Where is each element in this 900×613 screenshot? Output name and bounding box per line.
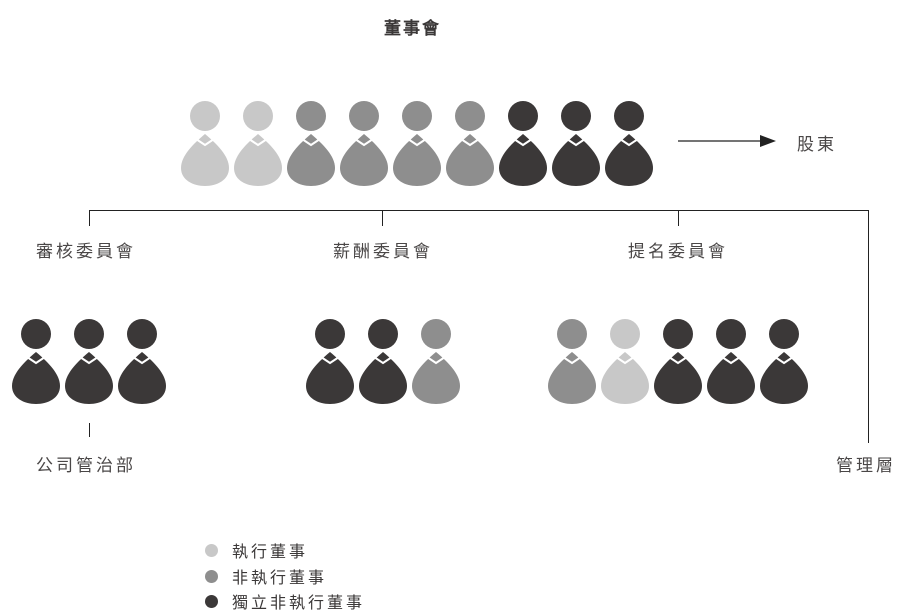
legend-item-non-executive: 非執行董事 xyxy=(205,565,327,587)
corporate-governance-connector xyxy=(89,423,90,437)
nomination-committee-members xyxy=(548,319,808,404)
legend-item-independent: 獨立非執行董事 xyxy=(205,590,365,612)
audit-member-2 xyxy=(65,319,113,404)
legend-label-independent: 獨立非執行董事 xyxy=(232,593,366,612)
remuneration-member-3 xyxy=(412,319,460,404)
remuneration-connector xyxy=(382,210,383,226)
board-members xyxy=(181,101,653,186)
diagram-title: 董事會 xyxy=(384,19,441,39)
legend-dot-non-executive xyxy=(205,569,218,583)
board-member-1 xyxy=(181,101,229,186)
audit-committee-members xyxy=(12,319,166,404)
shareholders-label: 股東 xyxy=(797,135,837,155)
audit-connector xyxy=(89,210,90,226)
board-member-3 xyxy=(287,101,335,186)
audit-committee-label: 審核委員會 xyxy=(36,242,136,262)
board-member-2 xyxy=(234,101,282,186)
legend-dot-executive xyxy=(205,543,218,557)
nomination-member-2 xyxy=(601,319,649,404)
legend-label-non-executive: 非執行董事 xyxy=(232,568,328,587)
audit-member-1 xyxy=(12,319,60,404)
nomination-member-5 xyxy=(760,319,808,404)
legend-label-executive: 執行董事 xyxy=(232,542,309,561)
legend-dot-independent xyxy=(205,594,218,608)
nomination-committee-label: 提名委員會 xyxy=(628,242,728,262)
nomination-member-4 xyxy=(707,319,755,404)
remuneration-committee-members xyxy=(306,319,460,404)
board-member-8 xyxy=(552,101,600,186)
remuneration-member-2 xyxy=(359,319,407,404)
management-label: 管理層 xyxy=(836,456,896,476)
board-member-5 xyxy=(393,101,441,186)
nomination-member-3 xyxy=(654,319,702,404)
board-member-4 xyxy=(340,101,388,186)
board-member-6 xyxy=(446,101,494,186)
audit-member-3 xyxy=(118,319,166,404)
management-connector xyxy=(868,210,869,443)
corporate-governance-label: 公司管治部 xyxy=(36,456,136,476)
remuneration-committee-label: 薪酬委員會 xyxy=(333,242,433,262)
board-member-9 xyxy=(605,101,653,186)
shareholders-arrow-head xyxy=(760,135,776,147)
board-horizontal-connector xyxy=(89,210,869,211)
nomination-connector xyxy=(678,210,679,226)
nomination-member-1 xyxy=(548,319,596,404)
board-member-7 xyxy=(499,101,547,186)
legend-item-executive: 執行董事 xyxy=(205,539,308,561)
remuneration-member-1 xyxy=(306,319,354,404)
